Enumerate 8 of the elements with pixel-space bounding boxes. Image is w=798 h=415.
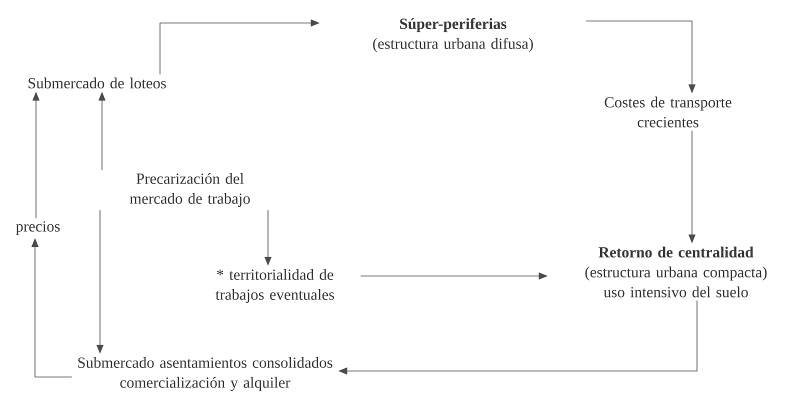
- node-text: Súper-periferias (estructura urbana difusa): [373, 18, 533, 52]
- node-text: Costes de transporte crecientes: [604, 96, 732, 128]
- node-text: Submercado de loteos: [28, 78, 166, 88]
- node-text: Precarización del mercado de trabajo: [130, 173, 250, 207]
- node-text: * territorialidad de trabajos eventuales: [216, 269, 334, 303]
- node-text: Submercado asentamientos consolidados comercialización y alquiler: [78, 357, 332, 391]
- node-text: Retorno de centralidad (estructura urbana compacta) uso intensivo del suelo: [585, 246, 767, 298]
- node-text: precios: [16, 221, 60, 235]
